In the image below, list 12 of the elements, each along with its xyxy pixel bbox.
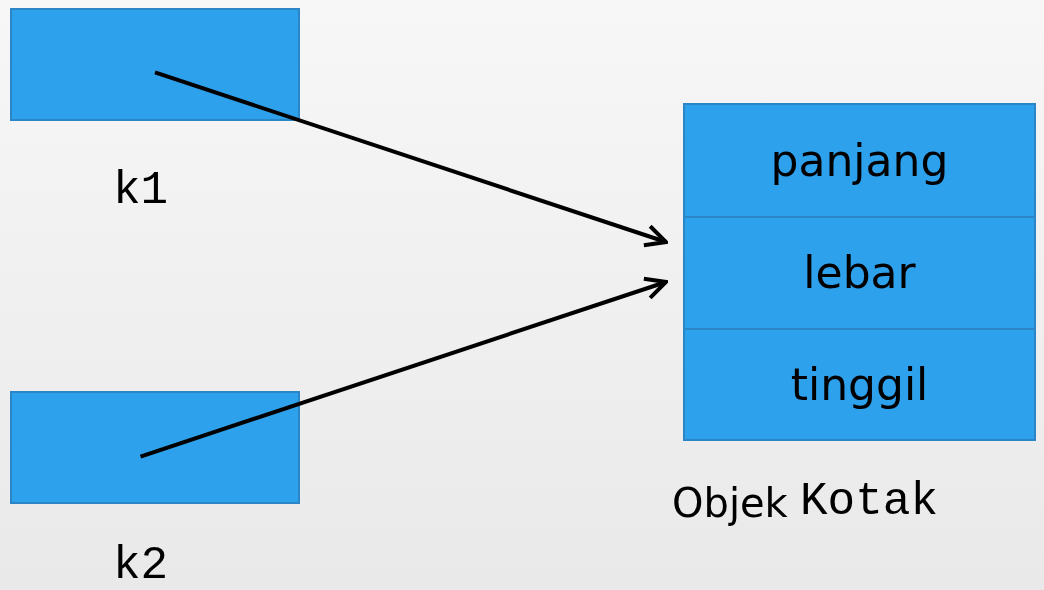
reference-box (683, 103, 1036, 441)
reference-box (10, 8, 300, 121)
variable-label: k2 (113, 540, 169, 590)
field-name: lebar (803, 247, 916, 299)
caption-label: Objek (672, 480, 788, 526)
field-name: tinggil (790, 358, 929, 410)
variable-label: Kotak (800, 476, 939, 528)
field-name: panjang (770, 135, 949, 187)
variable-label: k1 (113, 165, 169, 217)
arrow (139, 276, 668, 459)
reference-box (10, 391, 300, 504)
arrow (154, 70, 668, 248)
